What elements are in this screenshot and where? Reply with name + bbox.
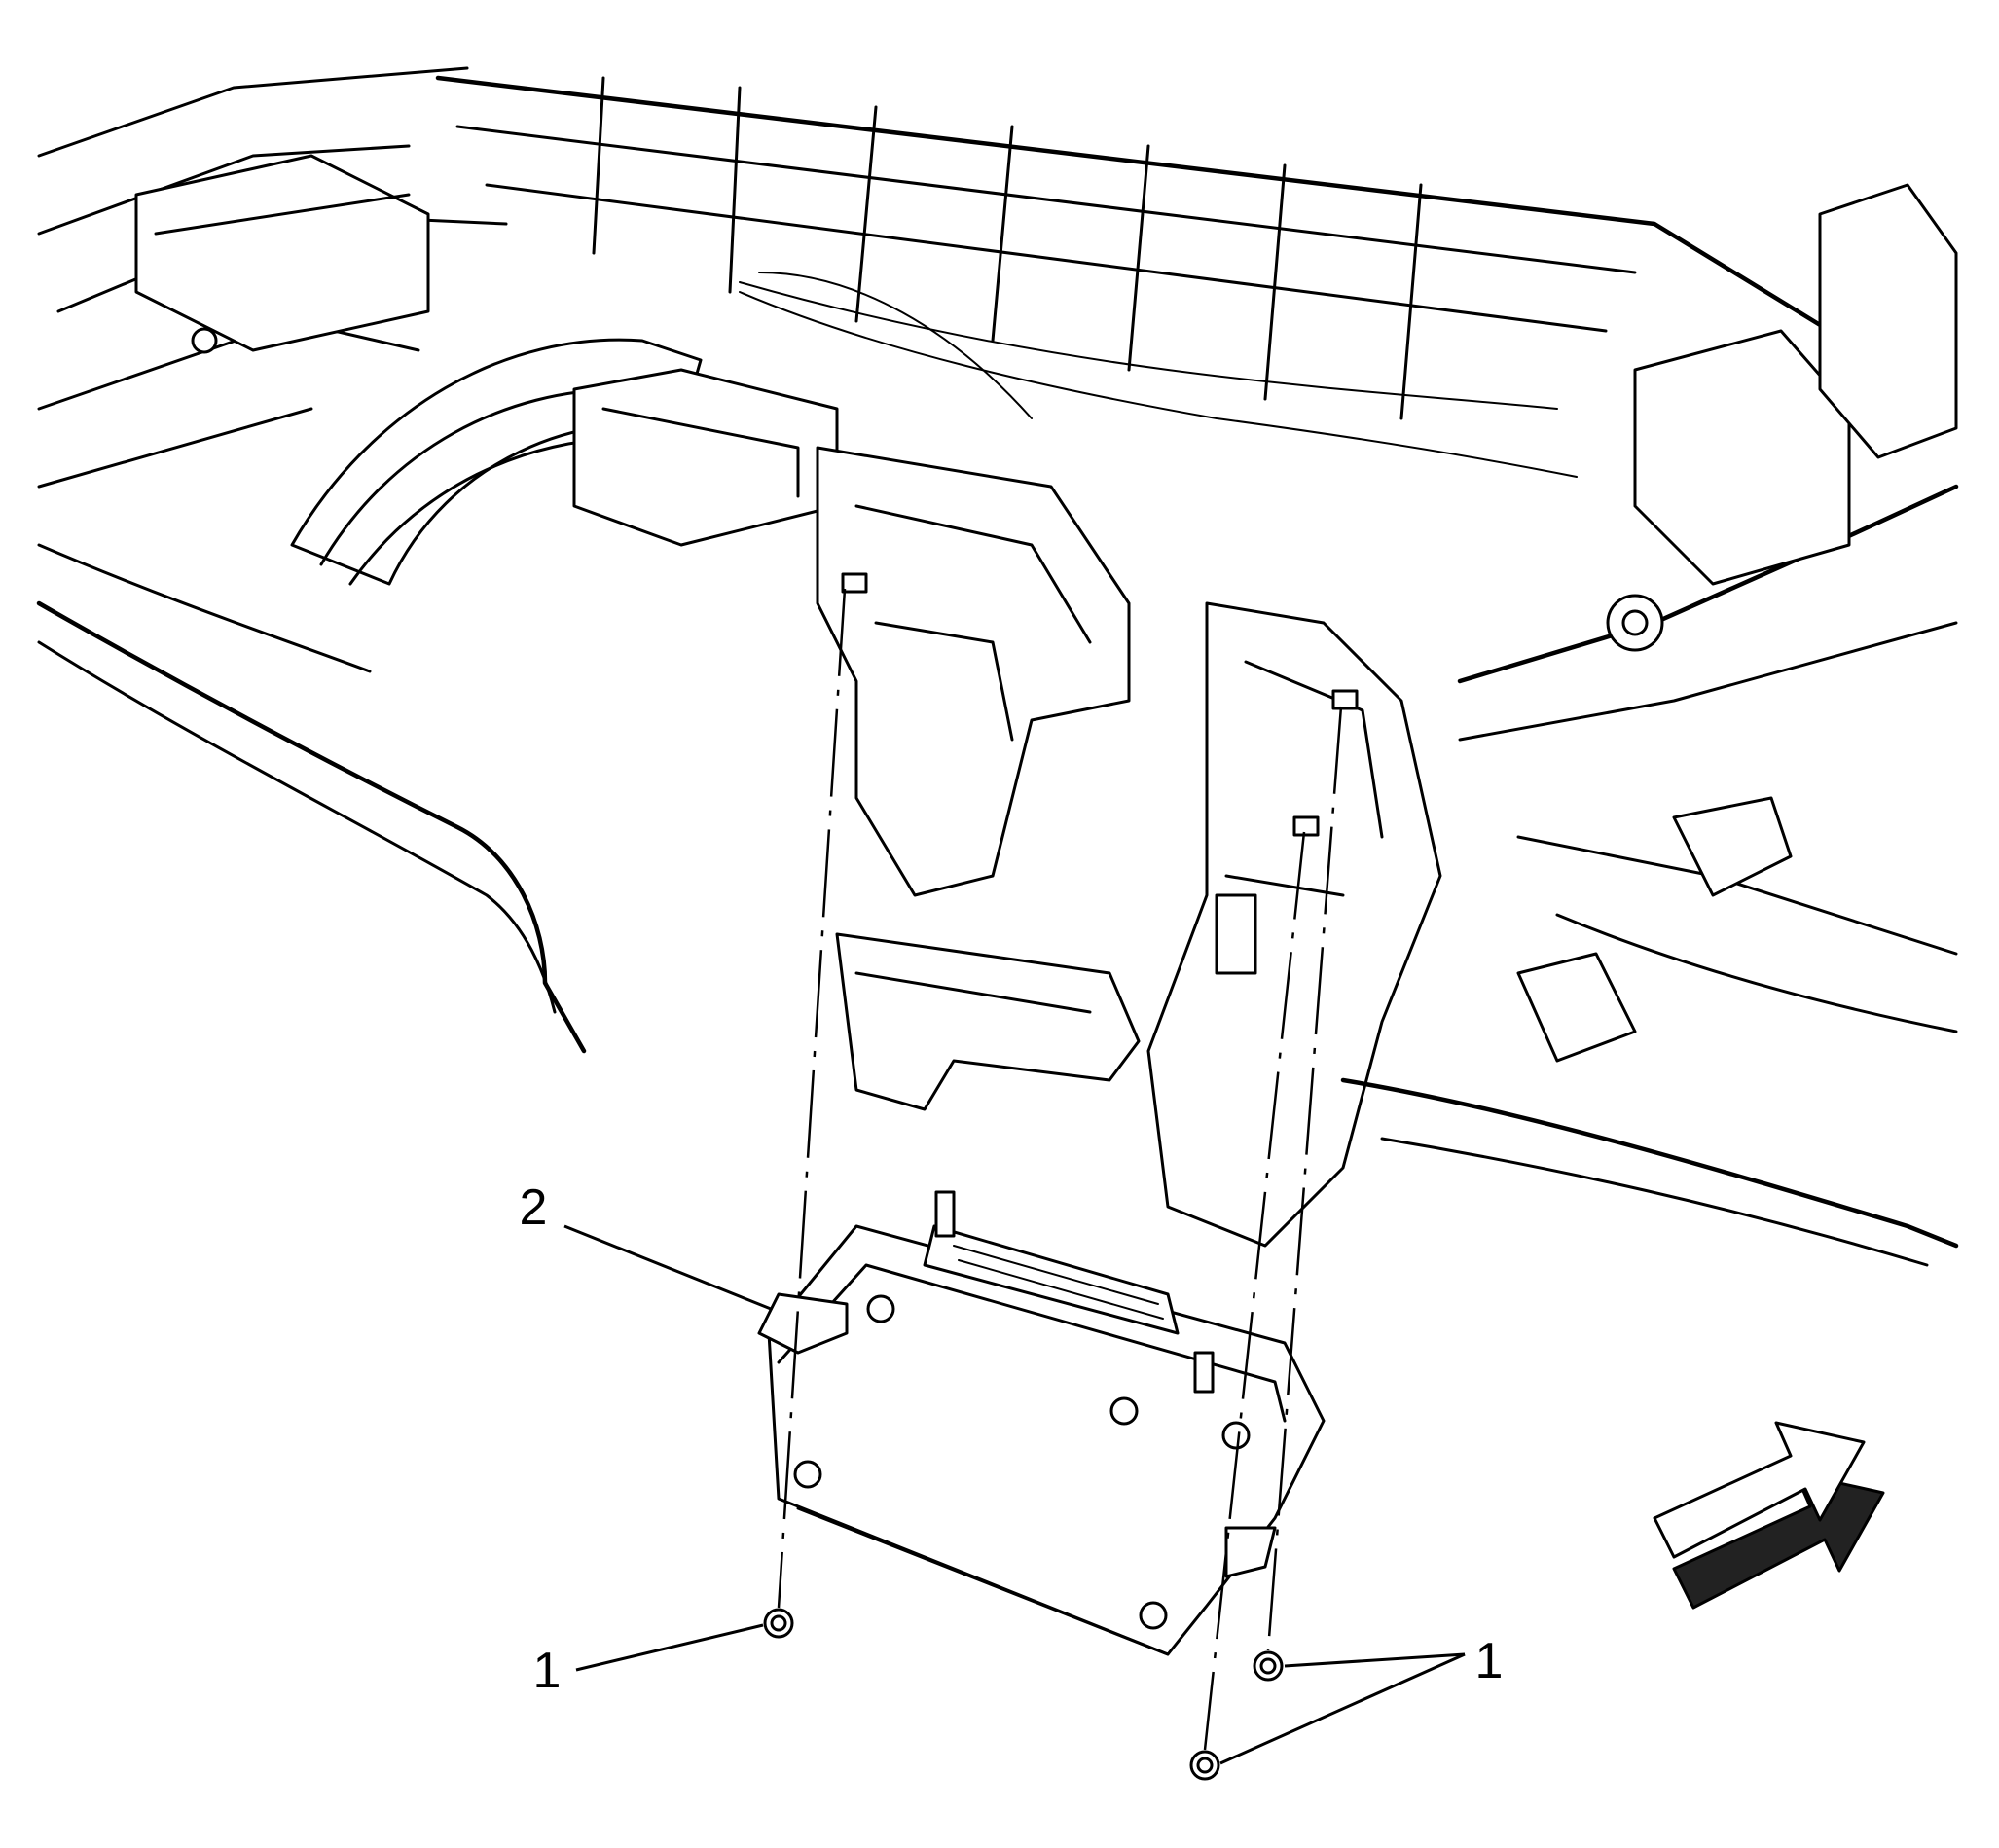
alignment-centerlines bbox=[777, 588, 1343, 1751]
module-bolt-boss bbox=[1139, 1601, 1168, 1630]
fastener-group-callout-label: 1 bbox=[1475, 1633, 1504, 1689]
bracket-slot-lower bbox=[1292, 815, 1320, 837]
module-bolt-boss bbox=[793, 1460, 822, 1489]
direction-arrow-icon bbox=[1653, 1421, 1885, 1610]
fastener-nut-left bbox=[763, 1608, 794, 1639]
stud-head bbox=[1606, 594, 1664, 652]
module-bolt-boss bbox=[866, 1294, 895, 1323]
fastener-group-leader-upper bbox=[1284, 1652, 1466, 1668]
module-bolt-boss bbox=[1109, 1396, 1139, 1426]
module-bolt-boss bbox=[1221, 1421, 1251, 1450]
fasteners bbox=[763, 1608, 1284, 1781]
module-pin bbox=[1193, 1351, 1215, 1394]
electronic-module bbox=[757, 1190, 1326, 1656]
module-connector bbox=[923, 1224, 1180, 1335]
bracket-slot-upper bbox=[1331, 689, 1359, 710]
bracket-slot-left bbox=[841, 572, 868, 594]
fastener-nut-right bbox=[1253, 1650, 1284, 1682]
module-callout-label: 2 bbox=[520, 1179, 548, 1236]
fastener-nut-lower bbox=[1189, 1750, 1220, 1781]
module-mount-tab-right bbox=[1224, 1526, 1277, 1578]
module-connector-post bbox=[934, 1190, 956, 1238]
fastener-callout-label: 1 bbox=[533, 1643, 562, 1699]
bracket-clip bbox=[1215, 893, 1257, 975]
module-mount-tab-left bbox=[757, 1292, 849, 1355]
instrument-panel-structure bbox=[36, 66, 1959, 1267]
fastener-group-leader-lower bbox=[1219, 1652, 1466, 1765]
module-leader-line bbox=[563, 1224, 772, 1311]
fastener-leader-line bbox=[575, 1623, 764, 1672]
callouts: 2 1 1 bbox=[520, 1179, 1504, 1765]
